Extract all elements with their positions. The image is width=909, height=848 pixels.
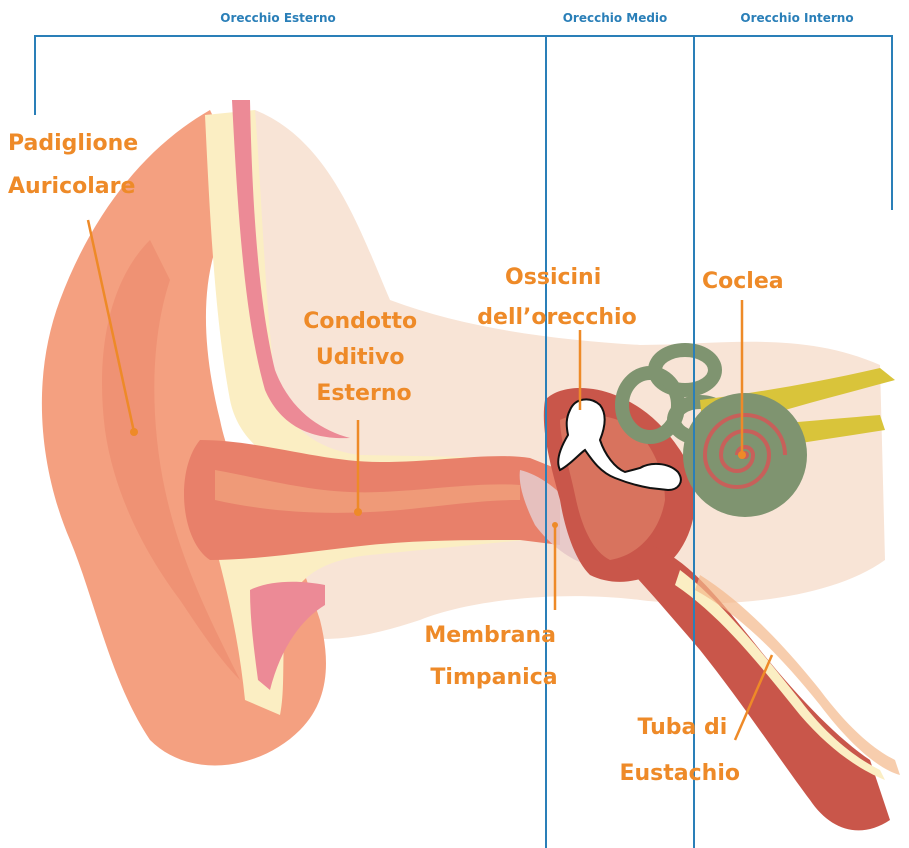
section-outer-ear-label: Orecchio Esterno <box>220 11 335 25</box>
ear-canal-label: Condotto Uditivo Esterno <box>303 309 425 406</box>
pinna-label-line-1: Padiglione <box>8 131 138 156</box>
ear-canal-label-line-3: Esterno <box>316 381 411 406</box>
pinna-label-line-2: Auricolare <box>8 174 135 199</box>
ossicles-label: Ossicini dell’orecchio <box>477 265 636 330</box>
ossicles-label-line-2: dell’orecchio <box>477 305 636 330</box>
ossicles-label-line-1: Ossicini <box>505 265 601 290</box>
eardrum-label-line-2: Timpanica <box>430 665 557 690</box>
section-inner-ear-label: Orecchio Interno <box>740 11 853 25</box>
section-middle-ear-label: Orecchio Medio <box>563 11 668 25</box>
eustachian-tube-label: Tuba di Eustachio <box>619 715 740 786</box>
eardrum-label: Membrana Timpanica <box>424 623 563 690</box>
pinna-label: Padiglione Auricolare <box>8 131 146 199</box>
background-tissue <box>255 110 885 639</box>
eardrum-label-line-1: Membrana <box>424 623 556 648</box>
ear-canal-label-line-2: Uditivo <box>316 345 405 370</box>
eustachian-tube-label-line-2: Eustachio <box>619 761 740 786</box>
cochlea-label: Coclea <box>702 269 784 294</box>
ear-canal-label-line-1: Condotto <box>303 309 417 334</box>
eustachian-tube-label-line-1: Tuba di <box>638 715 728 740</box>
